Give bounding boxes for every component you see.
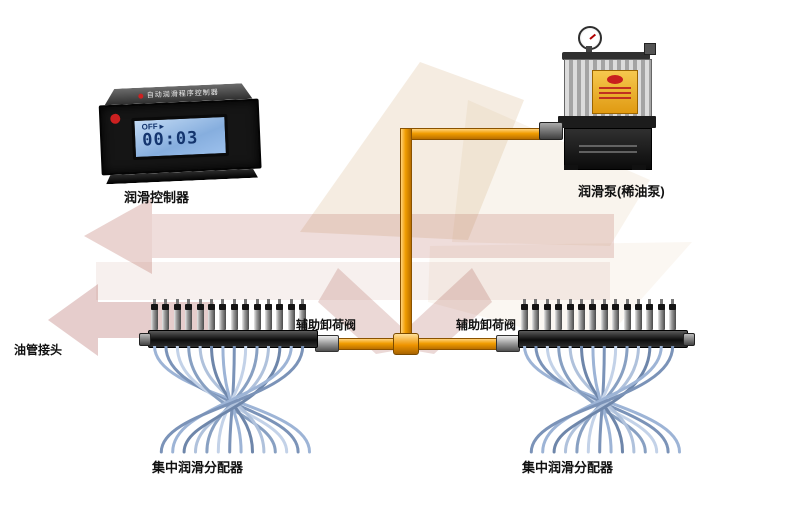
lubrication-tube (529, 346, 675, 454)
controller-plate-text: 自动润滑程序控制器 (146, 89, 219, 100)
lubrication-pump (539, 26, 664, 170)
pump-mid-band (558, 116, 656, 128)
manifold-endcap (683, 333, 695, 346)
pipe-main-vertical (400, 128, 412, 346)
outlet-fitting (669, 299, 677, 330)
tube-bundle (153, 346, 311, 454)
lubrication-tube (564, 346, 640, 454)
outlet-fitting (532, 299, 540, 330)
pump-brand-plate (592, 70, 638, 114)
pump-top-port (644, 43, 656, 55)
pipe-joint-label: 油管接头 (14, 343, 63, 357)
lcd-time-display: 00:03 (141, 128, 199, 151)
plate-text-line (599, 87, 631, 89)
lubrication-controller: 自动润滑程序控制器 OFF ▸ 00:03 (98, 83, 262, 185)
relief-valve-left-label: 辅助卸荷阀 (296, 318, 357, 332)
manifold-endcap (139, 333, 151, 346)
outlet-fitting (635, 299, 642, 330)
outlet-fitting (623, 299, 631, 330)
outlet-fitting (657, 299, 665, 330)
outlet-fitting (173, 299, 181, 330)
controller-front-panel: OFF ▸ 00:03 (98, 98, 262, 176)
pump-top-cap (562, 52, 650, 60)
brand-dot-icon (138, 93, 143, 98)
outlet-fitting (612, 299, 620, 330)
distributor-left (139, 299, 318, 474)
pump-motor-housing (564, 128, 652, 170)
pipe-pump-horizontal (408, 128, 558, 140)
outlet-fitting (230, 299, 238, 330)
pipe-tee-junction (393, 333, 419, 355)
watermark-shape (300, 62, 524, 240)
outlet-fitting (219, 299, 227, 330)
gauge-stem (586, 46, 592, 54)
outlet-fitting (555, 299, 563, 330)
brand-logo-icon (110, 113, 121, 125)
distributor-right (518, 299, 695, 474)
plate-text-line (599, 92, 631, 94)
watermark-shape (152, 214, 614, 258)
pump-label: 润滑泵(稀油泵) (578, 184, 665, 199)
outlet-fitting (185, 299, 193, 330)
outlet-fitting (543, 299, 551, 330)
outlet-fitting (162, 299, 170, 330)
outlet-fitting (253, 299, 261, 330)
outlet-fitting (299, 299, 307, 330)
controller-label: 润滑控制器 (124, 190, 190, 205)
outlet-fitting (646, 299, 654, 330)
plate-text-line (599, 97, 631, 99)
outlet-fitting (578, 299, 585, 330)
outlet-fitting (208, 299, 215, 330)
outlet-fitting (287, 299, 295, 330)
housing-text-line (579, 151, 637, 153)
distributor-right-label: 集中润滑分配器 (522, 460, 614, 475)
lubrication-tube (552, 346, 652, 454)
outlet-fitting (589, 299, 597, 330)
housing-text-line (579, 145, 637, 147)
tube-bundle (523, 346, 681, 454)
pump-outlet-port (539, 122, 563, 140)
lubrication-tube (541, 346, 663, 454)
outlet-fitting (151, 299, 158, 330)
relief-valve-right-label: 辅助卸荷阀 (456, 318, 517, 332)
outlet-fitting (276, 299, 284, 330)
distributor-left-label: 集中润滑分配器 (152, 460, 244, 475)
fitting-row (518, 299, 686, 332)
pump-foot (564, 165, 578, 170)
outlet-fitting (566, 299, 574, 330)
lubrication-tube (171, 346, 293, 454)
watermark-shape (84, 198, 152, 274)
lubrication-tube (194, 346, 270, 454)
watermark-shape (96, 262, 610, 300)
outlet-fitting (242, 299, 250, 330)
lubrication-tube (182, 346, 282, 454)
pump-brand-logo-icon (607, 75, 623, 84)
pump-foot (632, 165, 646, 170)
outlet-fitting (196, 299, 204, 330)
outlet-fitting (521, 299, 528, 330)
controller-lcd: OFF ▸ 00:03 (131, 113, 230, 161)
outlet-fitting (600, 299, 608, 330)
lubrication-tube (159, 346, 305, 454)
outlet-fitting (265, 299, 272, 330)
fitting-row (148, 299, 316, 332)
